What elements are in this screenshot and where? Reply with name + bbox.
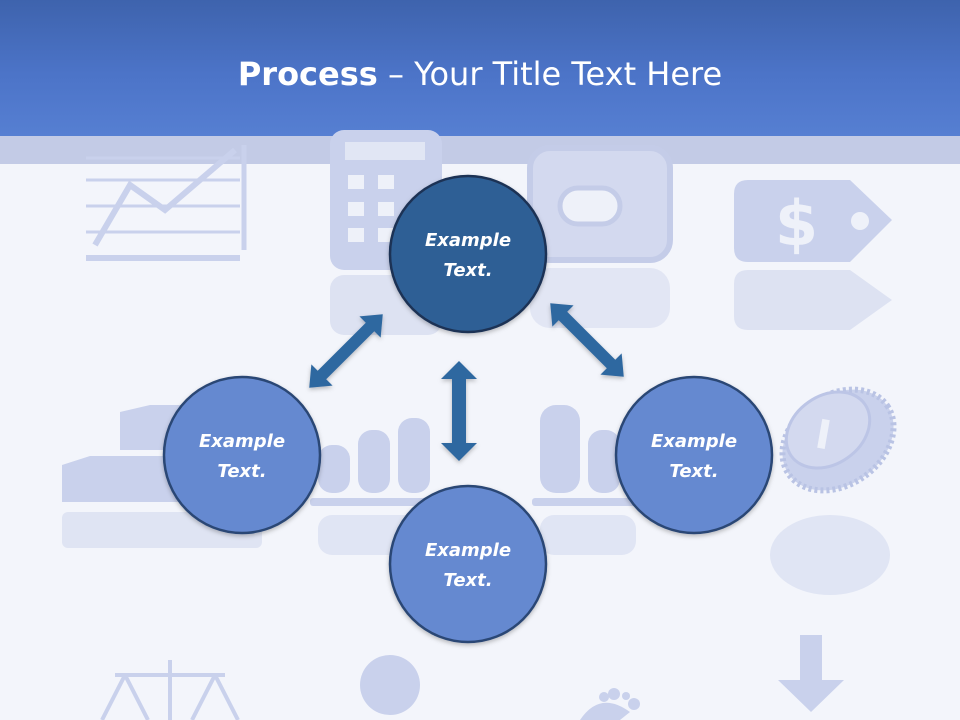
double-arrow-top-left [309,314,383,388]
title-separator: – [377,55,415,93]
bubbles-icon [580,688,640,720]
person-icon [360,655,420,715]
line-chart-icon [86,145,247,261]
node-bottom-line1: Example [425,540,511,561]
node-left: Example Text. [162,375,322,535]
node-right-line2: Text. [669,461,718,482]
node-right-line1: Example [651,431,737,452]
bar-chart-icon [532,405,642,555]
header-band [0,0,960,136]
node-top-line2: Text. [443,260,492,281]
coin-icon: I [770,386,897,595]
title-bold: Process [237,55,378,93]
slide-title: Process – Your Title Text Here [0,50,960,98]
double-arrow-vertical [441,361,477,461]
node-bottom: Example Text. [388,484,548,644]
down-arrow-icon [778,635,844,712]
wallet-icon [527,145,673,328]
node-top-line1: Example [425,230,511,251]
scales-icon [100,660,240,720]
price-tag-icon: $ [734,180,892,330]
node-top: Example Text. [388,174,548,334]
svg-text:$: $ [775,187,818,260]
node-bottom-line2: Text. [443,570,492,591]
node-left-line2: Text. [217,461,266,482]
title-rest: Your Title Text Here [414,55,723,93]
node-right: Example Text. [614,375,774,535]
double-arrow-top-right [550,303,624,377]
node-left-line1: Example [199,431,285,452]
